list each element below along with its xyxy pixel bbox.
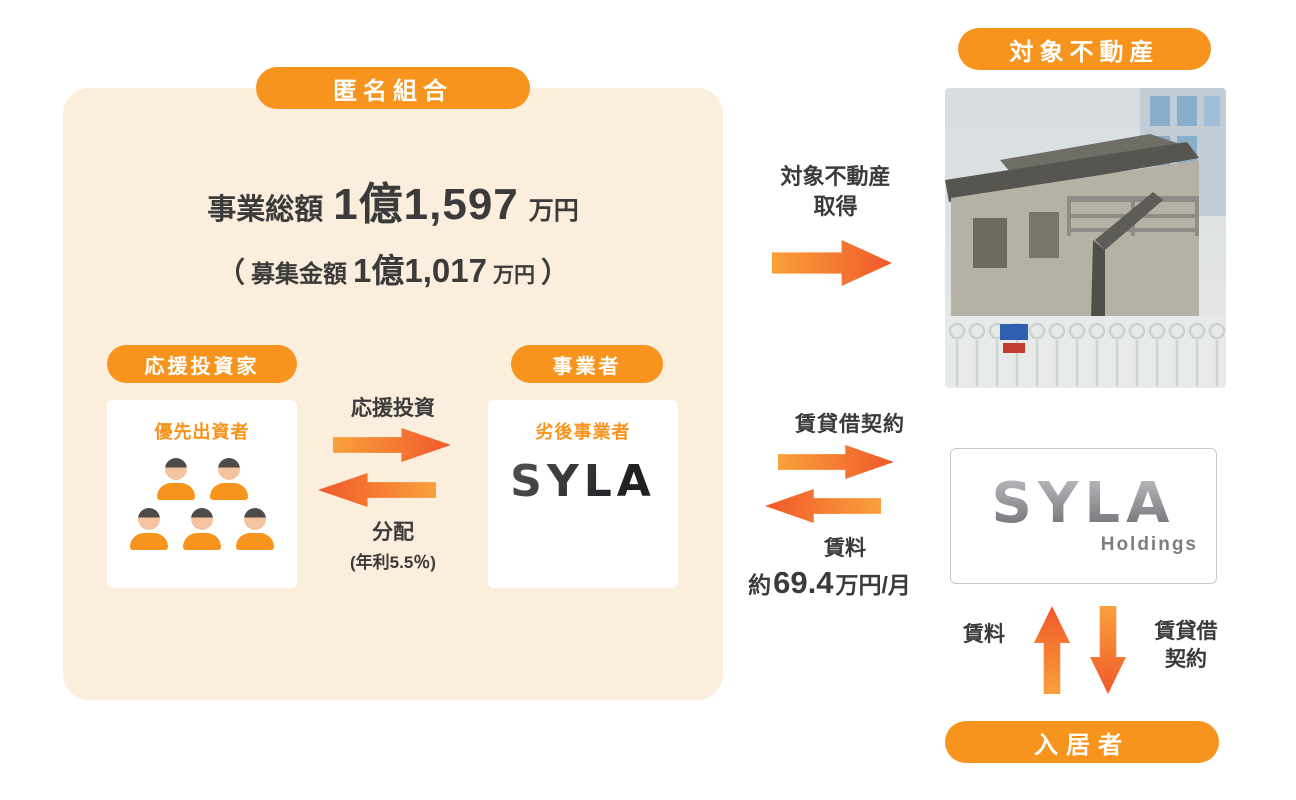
rent-arrow-icon bbox=[765, 489, 881, 523]
partnership-panel: 匿名組合 事業総額 1億1,597 万円 （ 募集金額 1億1,017 万円 ）… bbox=[63, 67, 723, 700]
dividend-arrow-icon bbox=[318, 473, 436, 507]
investors-avatars bbox=[107, 452, 297, 588]
operator-card: 劣後事業者 SYLA bbox=[488, 400, 678, 588]
acquire-label: 対象不動産 取得 bbox=[758, 162, 913, 221]
investors-badge: 応援投資家 bbox=[107, 345, 297, 383]
business-total-block: 事業総額 1億1,597 万円 （ 募集金額 1億1,017 万円 ） bbox=[63, 168, 723, 292]
tenant-rent-label: 賃料 bbox=[963, 623, 1005, 646]
person-icon bbox=[154, 458, 198, 500]
raise-label: 募集金額 bbox=[251, 261, 348, 288]
lease-contract-label: 賃貸借契約 bbox=[795, 413, 905, 436]
total-amount-line: 事業総額 1億1,597 万円 bbox=[63, 168, 723, 232]
lease-arrow-icon bbox=[778, 445, 894, 479]
rent-amount: 約 69.4 万円/月 bbox=[722, 565, 937, 601]
partnership-badge: 匿名組合 bbox=[256, 67, 530, 109]
property-badge: 対象不動産 bbox=[958, 28, 1211, 70]
acquire-label-line1: 対象不動産 bbox=[780, 164, 891, 189]
total-unit: 万円 bbox=[528, 197, 579, 225]
raise-amount-line: （ 募集金額 1億1,017 万円 ） bbox=[63, 244, 723, 292]
rent-approx: 約 bbox=[748, 572, 772, 598]
acquire-label-line2: 取得 bbox=[813, 193, 858, 219]
tenant-contract-line2: 契約 bbox=[1165, 648, 1207, 672]
person-icon bbox=[233, 508, 277, 550]
invest-arrow-icon bbox=[333, 428, 451, 462]
syla-logo: SYLA bbox=[488, 457, 678, 506]
tenant-rent-arrow-icon bbox=[1034, 606, 1070, 694]
raise-value: 1億1,017 bbox=[353, 252, 487, 289]
acquire-arrow-icon bbox=[772, 240, 892, 286]
investors-card: 優先出資者 bbox=[107, 400, 297, 588]
person-icon bbox=[180, 508, 224, 550]
dividend-rate-note: (年利5.5％) bbox=[350, 553, 436, 572]
person-icon bbox=[207, 458, 251, 500]
operator-badge: 事業者 bbox=[511, 345, 663, 383]
rent-number: 69.4 bbox=[773, 565, 834, 600]
total-label: 事業総額 bbox=[207, 194, 324, 226]
tenant-contract-label: 賃貸借 契約 bbox=[1134, 618, 1238, 675]
operator-role-label: 劣後事業者 bbox=[535, 422, 631, 442]
syla-holdings-logo: SYLA bbox=[951, 476, 1216, 532]
person-icon bbox=[127, 508, 171, 550]
syla-holdings-sublabel: Holdings bbox=[1100, 534, 1198, 555]
syla-holdings-card: SYLA Holdings bbox=[950, 448, 1217, 584]
property-photo bbox=[945, 88, 1226, 388]
tenant-contract-line1: 賃貸借 bbox=[1154, 620, 1218, 643]
rent-unit: 万円/月 bbox=[835, 572, 911, 598]
raise-unit: 万円 bbox=[492, 264, 535, 287]
total-value: 1億1,597 bbox=[333, 180, 519, 229]
investors-role-label: 優先出資者 bbox=[154, 422, 250, 442]
tenant-badge: 入居者 bbox=[945, 721, 1219, 763]
raise-paren-close: ） bbox=[540, 257, 569, 288]
dividend-label: 分配 bbox=[372, 521, 414, 544]
tenant-lease-arrow-icon bbox=[1090, 606, 1126, 694]
invest-flow-label: 応援投資 bbox=[351, 397, 435, 420]
rent-label: 賃料 bbox=[824, 537, 866, 560]
raise-paren-open: （ bbox=[217, 257, 246, 288]
